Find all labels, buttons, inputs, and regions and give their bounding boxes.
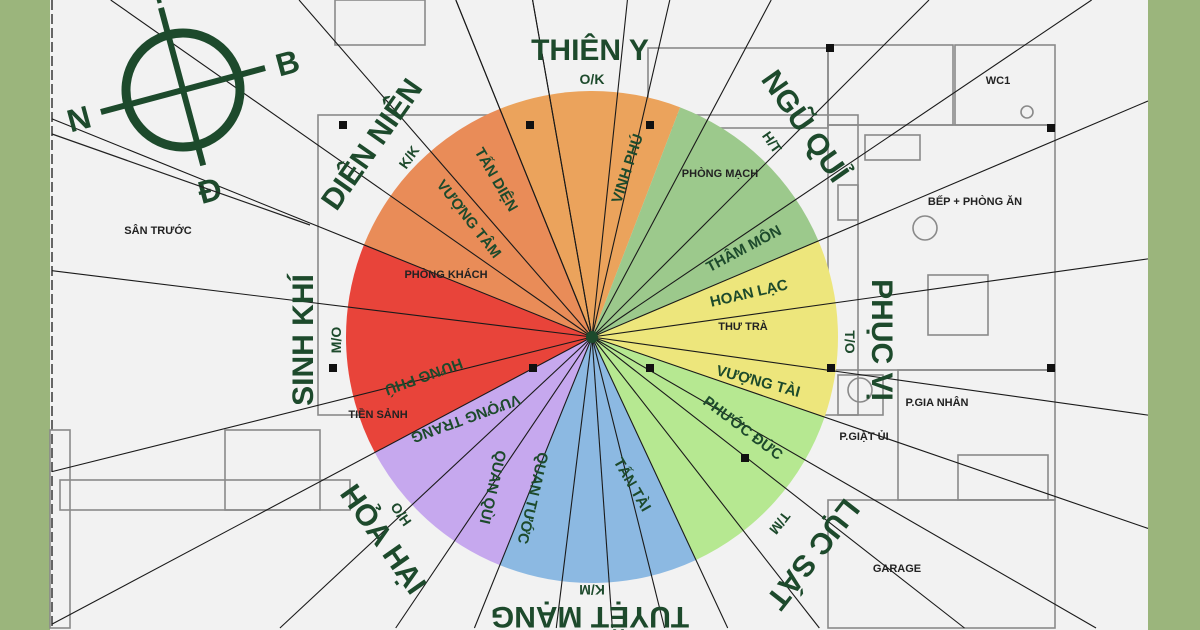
direction-line <box>591 336 1149 529</box>
direction-line <box>395 336 593 629</box>
label-thien-y: THIÊN Y <box>531 33 649 67</box>
sector-phuc-vi <box>592 240 838 418</box>
room-phong-khach: PHÒNG KHÁCH <box>404 268 487 281</box>
room-san-truoc: SÂN TRƯỚC <box>124 224 191 237</box>
sector-luc-sat <box>592 337 825 560</box>
room-giat-ui: P.GIẶT ỦI <box>839 430 888 443</box>
label-sinh-khi: SINH KHÍ <box>286 274 320 406</box>
direction-line <box>455 0 593 338</box>
direction-line <box>591 258 1149 338</box>
room-gia-nhan: P.GIA NHÂN <box>906 396 969 409</box>
direction-line <box>532 0 593 338</box>
direction-line <box>591 336 1097 629</box>
direction-line <box>591 336 1149 416</box>
direction-line <box>51 270 593 338</box>
direction-line <box>591 336 729 629</box>
room-tien-sanh: TIỀN SẢNH <box>348 408 407 421</box>
code-phuc-vi: T/O <box>842 330 858 353</box>
direction-line <box>591 0 1092 338</box>
direction-line <box>591 336 965 629</box>
center-point <box>586 331 598 343</box>
direction-line <box>555 336 593 629</box>
direction-line <box>298 0 593 338</box>
room-bep-phong-an: BẾP + PHÒNG ĂN <box>928 195 1022 208</box>
column-posts <box>329 44 1055 462</box>
direction-line <box>51 336 593 625</box>
direction-line <box>591 336 613 629</box>
sector-sinh-khi <box>346 244 592 453</box>
direction-line <box>51 133 311 226</box>
room-labels: SÂN TRƯỚC PHÒNG KHÁCH TIỀN SẢNH PHÒNG MẠ… <box>124 75 1022 575</box>
direction-line <box>591 100 1149 338</box>
direction-line <box>51 336 593 473</box>
room-thu-tra: THƯ TRÀ <box>718 320 768 333</box>
sector-ngu-qui <box>592 107 819 337</box>
room-phong-mach: PHÒNG MẠCH <box>682 167 758 180</box>
direction-line <box>591 0 772 338</box>
room-wc1: WC1 <box>986 75 1010 87</box>
code-thien-y: O/K <box>580 71 605 87</box>
sector-hoa-hai <box>374 337 592 566</box>
sector-tuyet-mang <box>499 337 696 583</box>
label-phuc-vi: PHỤC VỊ <box>865 279 898 401</box>
bagua-sector-wheel <box>346 91 838 583</box>
direction-line <box>591 336 666 629</box>
direction-line <box>51 118 593 338</box>
code-sinh-khi: M/O <box>328 327 344 354</box>
direction-line <box>591 336 820 629</box>
room-garage: GARAGE <box>873 563 921 575</box>
direction-line <box>473 336 593 629</box>
direction-line <box>591 0 671 338</box>
direction-line <box>591 0 930 338</box>
sector-dien-nien <box>363 108 592 337</box>
label-tuyet-mang: TUYỆT MẠNG <box>491 600 689 630</box>
direction-line <box>591 0 628 338</box>
direction-line <box>110 0 593 338</box>
code-tuyet-mang: K/M <box>579 582 605 598</box>
direction-lines <box>51 0 1149 629</box>
direction-line <box>279 336 593 629</box>
